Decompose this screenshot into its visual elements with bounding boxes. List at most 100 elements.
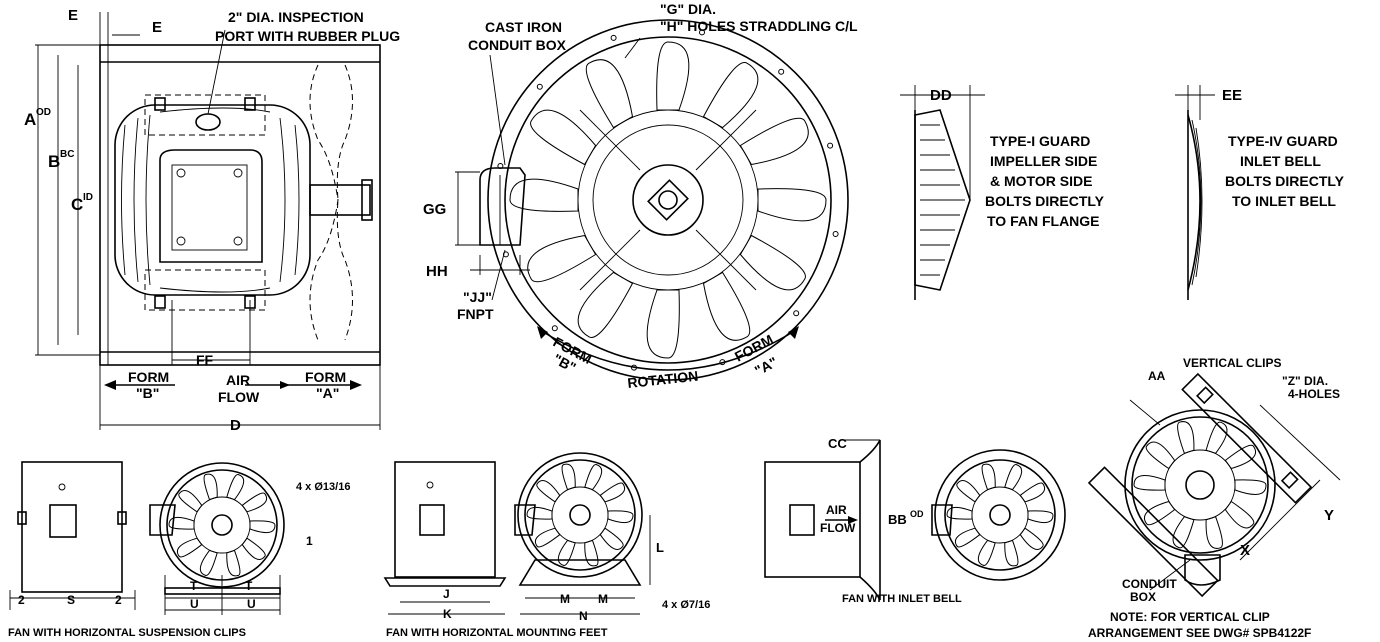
- label-conduit-box-2: BOX: [1130, 590, 1156, 604]
- mounting-feet-front-view: [514, 452, 651, 615]
- impeller-blade: [646, 289, 680, 359]
- label-e-side: E: [152, 19, 162, 36]
- impeller-blade: [226, 549, 241, 577]
- label-y: Y: [1324, 507, 1334, 524]
- impeller-blade: [1224, 500, 1255, 529]
- label-u-right: U: [247, 597, 256, 611]
- label-n: N: [579, 609, 588, 623]
- label-b-sup: BC: [60, 149, 74, 160]
- label-ee: EE: [1222, 87, 1242, 104]
- label-two-right: 2: [115, 593, 122, 607]
- label-bb: BB: [888, 512, 907, 527]
- impeller-blade: [1019, 527, 1044, 550]
- label-form-a-left-q: "A": [316, 385, 339, 401]
- bolt-hole: [827, 142, 834, 149]
- label-vertical-clips: VERTICAL CLIPS: [1183, 356, 1281, 370]
- bolt-hole: [551, 325, 558, 332]
- impeller-blade: [1172, 516, 1195, 549]
- label-d: D: [230, 417, 241, 434]
- impeller-blade: [509, 178, 579, 212]
- label-feet-caption: FAN WITH HORIZONTAL MOUNTING FEET: [386, 627, 608, 639]
- label-c: C: [71, 195, 83, 214]
- label-b: B: [48, 152, 60, 171]
- label-guard1-3: & MOTOR SIDE: [990, 173, 1092, 189]
- label-jj-1: "JJ": [463, 289, 492, 305]
- label-t-left: T: [190, 579, 198, 593]
- label-guard1-4: BOLTS DIRECTLY: [985, 193, 1105, 209]
- impeller-blade: [168, 516, 195, 530]
- label-x: X: [1240, 542, 1250, 559]
- bolt-hole: [778, 68, 785, 75]
- label-l: L: [656, 540, 664, 555]
- label-hh: HH: [426, 263, 448, 280]
- label-two-left: 2: [18, 593, 25, 607]
- label-air-small-1: AIR: [826, 503, 847, 517]
- mounting-feet-blades: [526, 463, 634, 567]
- label-guard1-5: TO FAN FLANGE: [987, 213, 1100, 229]
- impeller-blade: [1145, 441, 1176, 470]
- impeller-blade: [702, 62, 759, 129]
- label-inspection-1: 2" DIA. INSPECTION: [228, 9, 364, 25]
- label-dd: DD: [930, 87, 952, 104]
- label-rotation: ROTATION: [627, 368, 699, 391]
- label-s: S: [67, 593, 75, 607]
- impeller-blade: [585, 59, 634, 129]
- label-air-small-2: FLOW: [820, 521, 856, 535]
- inlet-bell-front-view: [931, 449, 1066, 581]
- bolt-hole: [699, 29, 705, 36]
- vertical-clip-blades: [1133, 421, 1267, 549]
- impeller-blade: [1224, 444, 1257, 470]
- impeller-blade: [241, 492, 268, 513]
- impeller-blade: [757, 188, 827, 222]
- label-holes-1: "G" DIA.: [660, 1, 716, 17]
- label-conduit-2: CONDUIT BOX: [468, 37, 567, 53]
- impeller-blade: [530, 109, 597, 166]
- impeller-blade: [534, 527, 561, 548]
- flange-bolt-holes: [497, 29, 839, 371]
- impeller-blade: [1205, 421, 1228, 454]
- label-jj-2: FNPT: [457, 306, 494, 322]
- impeller-blade: [1177, 421, 1195, 454]
- label-m-left: M: [560, 592, 570, 606]
- impeller-blade: [561, 463, 576, 491]
- label-feet-holes: 4 x Ø7/16: [662, 599, 710, 611]
- impeller-blade: [199, 549, 218, 576]
- label-note-2: ARRANGEMENT SEE DWG# SPB4122F: [1088, 626, 1311, 640]
- impeller-blade: [536, 480, 561, 503]
- impeller-blade: [1133, 475, 1166, 491]
- suspension-clips-front-view: [149, 462, 285, 615]
- label-a: A: [24, 110, 36, 129]
- impeller-blade: [584, 464, 603, 491]
- label-aa: AA: [1148, 369, 1166, 383]
- bolt-hole: [793, 310, 800, 317]
- impeller-blade: [176, 537, 203, 558]
- impeller-blade: [702, 271, 751, 341]
- impeller-blade: [946, 506, 973, 520]
- impeller-blade: [656, 41, 690, 111]
- impeller-blade: [577, 271, 634, 338]
- label-holes-2: "H" HOLES STRADDLING C/L: [660, 18, 858, 34]
- label-suspension-caption: FAN WITH HORIZONTAL SUSPENSION CLIPS: [8, 627, 246, 639]
- impeller-blade: [1004, 539, 1019, 567]
- impeller-blade: [1004, 464, 1023, 491]
- impeller-blade: [981, 463, 996, 491]
- impeller-blade: [1143, 500, 1176, 526]
- suspension-clips-side-view: [9, 461, 136, 610]
- label-z-2: 4-HOLES: [1288, 387, 1340, 401]
- inlet-bell-side-view: [764, 439, 881, 601]
- label-form-b-left-q: "B": [136, 385, 159, 401]
- label-guard4-2: INLET BELL: [1240, 153, 1321, 169]
- label-air-1: AIR: [226, 372, 250, 388]
- impeller-blade: [599, 527, 624, 550]
- label-z-1: "Z" DIA.: [1282, 374, 1328, 388]
- vertical-clips-view: [1087, 372, 1341, 598]
- label-guard4-4: TO INLET BELL: [1232, 193, 1336, 209]
- label-one: 1: [306, 534, 313, 548]
- label-u-left: U: [190, 597, 199, 611]
- impeller-blade: [977, 539, 996, 566]
- impeller-blade: [226, 474, 245, 501]
- label-c-sup: ID: [83, 192, 93, 203]
- impeller-blade: [249, 520, 276, 534]
- label-k: K: [443, 607, 452, 621]
